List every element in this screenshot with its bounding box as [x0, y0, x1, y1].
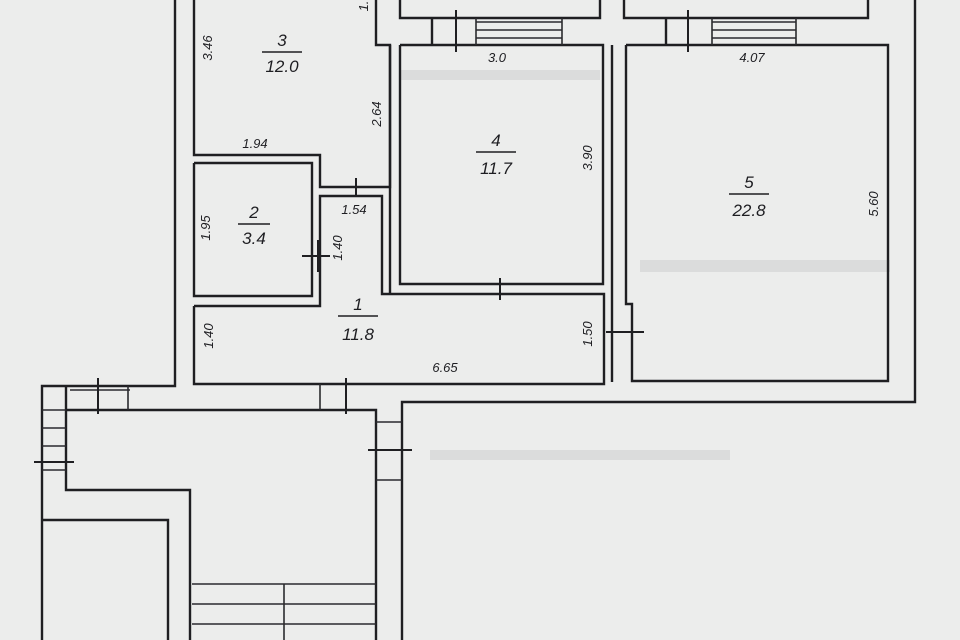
- room-1-walls: [192, 45, 606, 386]
- window-left: [42, 386, 130, 471]
- room-2-area: 3.4: [242, 229, 266, 248]
- room-5-number: 5: [744, 173, 754, 192]
- room-1-area: 11.8: [342, 325, 374, 344]
- room-2-number: 2: [248, 203, 259, 222]
- outer-walls: [40, 0, 917, 640]
- windows: [42, 18, 797, 640]
- room-3-walls: [192, 0, 392, 189]
- top-wall-segments: [398, 0, 870, 45]
- window-room-4: [475, 18, 563, 45]
- dim-room3-height: 3.46: [200, 35, 215, 61]
- dim-room2-height: 1.95: [198, 215, 213, 241]
- dim-room5-height: 5.60: [866, 191, 881, 217]
- dim-room3-width: 1.94: [242, 136, 267, 151]
- room-1-number: 1: [353, 295, 362, 314]
- room-3-label: 3 12.0: [262, 31, 302, 76]
- room-5-walls: [610, 43, 890, 383]
- room-5-label: 5 22.8: [729, 173, 769, 220]
- room-labels: 3 12.0 2 3.4 4 11.7 5 22.8 1 11.8: [238, 31, 769, 344]
- room-3-area: 12.0: [265, 57, 299, 76]
- room-5-area: 22.8: [731, 201, 766, 220]
- room-2-walls: [192, 161, 314, 298]
- room-4-number: 4: [491, 131, 500, 150]
- dimension-labels: 6.65 1.40 1.50 1.95 1.40 1.54 3.46 1.94 …: [198, 1, 881, 375]
- window-room-5: [711, 18, 797, 45]
- dim-room3-top: 1.: [356, 1, 371, 12]
- room-4-area: 11.7: [480, 159, 512, 178]
- paper-shading: [400, 70, 890, 460]
- room-2-label: 2 3.4: [238, 203, 270, 248]
- dim-room4-height: 3.90: [580, 145, 595, 171]
- window-stair: [192, 583, 376, 640]
- dim-room1-left: 1.40: [201, 323, 216, 349]
- dim-room5-width: 4.07: [739, 50, 765, 65]
- room-4-label: 4 11.7: [476, 131, 516, 178]
- dim-corridor-opening: 1.54: [341, 202, 366, 217]
- room-3-number: 3: [277, 31, 287, 50]
- room-4-walls: [398, 43, 605, 286]
- dim-room3-partition: 2.64: [369, 101, 384, 127]
- room-1-label: 1 11.8: [338, 295, 378, 344]
- dim-room1-width: 6.65: [432, 360, 458, 375]
- dim-corridor-width: 1.40: [330, 235, 345, 261]
- dim-room1-right: 1.50: [580, 321, 595, 347]
- dim-room4-width: 3.0: [488, 50, 507, 65]
- door-ticks: [34, 10, 689, 463]
